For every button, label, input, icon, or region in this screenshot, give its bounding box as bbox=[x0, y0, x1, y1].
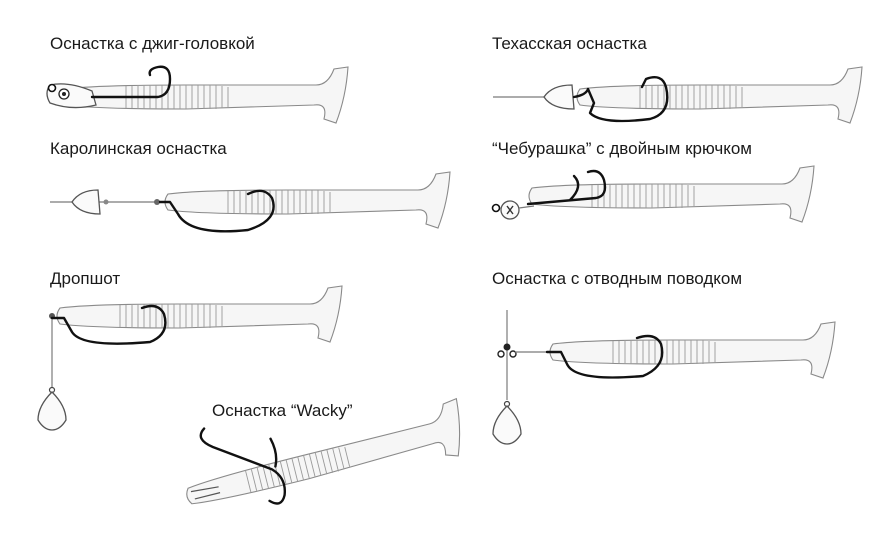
soft-bait-icon bbox=[576, 66, 863, 124]
hook-icon bbox=[50, 304, 167, 345]
rig-cheburashka bbox=[491, 165, 815, 223]
sinker-icon bbox=[492, 405, 522, 445]
rig-jig bbox=[46, 65, 349, 124]
hook-icon bbox=[545, 334, 664, 379]
soft-bait-icon bbox=[62, 66, 349, 124]
sinker-icon bbox=[71, 189, 101, 215]
swivel-icon bbox=[154, 199, 160, 205]
rig-title-wacky: Оснастка “Wacky” bbox=[212, 401, 353, 420]
soft-bait-icon bbox=[528, 165, 815, 223]
hook-icon bbox=[199, 427, 287, 505]
rig-texas bbox=[493, 66, 863, 124]
hook-icon bbox=[158, 189, 275, 233]
rig-title-dropper: Оснастка с отводным поводком bbox=[492, 269, 743, 288]
hook-icon bbox=[572, 76, 669, 123]
jig-head-icon bbox=[46, 83, 97, 109]
soft-bait-icon bbox=[549, 321, 836, 379]
soft-bait-icon bbox=[179, 398, 471, 523]
hook-icon bbox=[90, 65, 172, 99]
rig-title-jig: Оснастка с джиг-головкой bbox=[50, 34, 255, 53]
soft-bait-icon bbox=[56, 285, 343, 343]
rig-title-cheburashka: “Чебурашка” с двойным крючком bbox=[492, 139, 752, 158]
swivel-icon bbox=[497, 343, 517, 358]
soft-bait-icon bbox=[164, 171, 451, 229]
rig-carolina bbox=[50, 171, 451, 233]
rig-title-texas: Техасская оснастка bbox=[492, 34, 647, 53]
sinker-icon bbox=[37, 391, 67, 431]
rig-dropshot bbox=[37, 285, 343, 431]
rig-title-dropshot: Дропшот bbox=[50, 269, 121, 288]
rig-dropper bbox=[492, 310, 836, 445]
sinker-icon bbox=[543, 84, 575, 110]
rig-wacky bbox=[179, 398, 471, 523]
rig-title-carolina: Каролинская оснастка bbox=[50, 139, 227, 158]
hook-icon bbox=[526, 169, 607, 206]
